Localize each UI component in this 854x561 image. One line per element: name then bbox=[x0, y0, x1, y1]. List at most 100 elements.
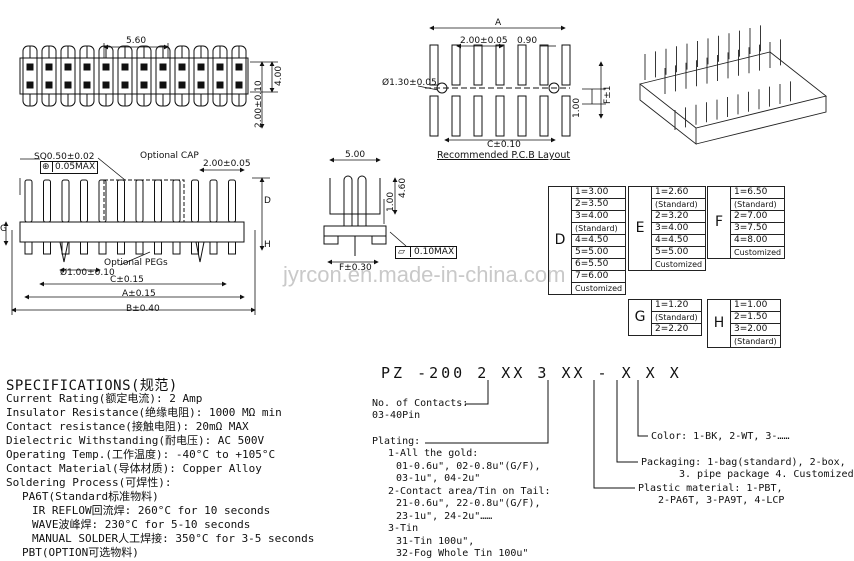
dim-h: H bbox=[264, 240, 271, 250]
pcb-pad bbox=[517, 95, 527, 137]
side-pin-lower bbox=[191, 241, 199, 255]
pcb-peg-hole bbox=[548, 82, 560, 94]
table-letter: D bbox=[548, 186, 572, 295]
pcb-pad bbox=[561, 95, 571, 137]
dim-g: G bbox=[0, 224, 7, 234]
side-pin-lower bbox=[80, 241, 88, 255]
dim-pcb-f: F±1 bbox=[603, 85, 613, 104]
end-foot bbox=[323, 235, 339, 245]
top-view-dimensions bbox=[103, 43, 278, 129]
table-cell: 3=4.00 bbox=[570, 210, 627, 223]
spec-line: Soldering Process(可焊性): bbox=[6, 476, 172, 489]
table-cell: 4=8.00 bbox=[729, 234, 786, 247]
plating-line: 1-All the gold: bbox=[388, 448, 479, 459]
specs-title: SPECIFICATIONS(规范) bbox=[6, 378, 178, 394]
top-pin-square bbox=[64, 81, 72, 89]
side-pin-lower bbox=[154, 241, 162, 255]
dim-a: A bbox=[495, 18, 502, 28]
side-pin-lower bbox=[98, 241, 107, 255]
pcb-pad bbox=[539, 44, 549, 86]
pcb-pad bbox=[429, 95, 439, 137]
pcb-pad bbox=[539, 95, 549, 137]
table-row: 2=2.20 bbox=[629, 323, 702, 336]
top-pin-square bbox=[140, 81, 148, 89]
dim-height-2-00: 2.00±0.10 bbox=[254, 80, 264, 128]
dim-a-side: A±0.15 bbox=[122, 289, 156, 299]
side-view-drawing bbox=[19, 179, 245, 263]
spec-line: Insulator Resistance(绝缘电阻): 1000 MΩ min bbox=[6, 406, 282, 419]
dim-c: C±0.15 bbox=[110, 275, 144, 285]
side-pin-lower bbox=[24, 241, 33, 255]
table-cell: 5=5.00 bbox=[570, 246, 627, 259]
top-pin-square bbox=[26, 63, 34, 71]
contacts-value: 03-40Pin bbox=[372, 410, 421, 421]
dim-end-1-00: 1.00 bbox=[386, 191, 396, 212]
dim-hole: Ø1.30±0.05 bbox=[382, 78, 437, 88]
side-pin-lower bbox=[209, 241, 218, 255]
color-options: Color: 1-BK, 2-WT, 3-…… bbox=[651, 431, 790, 442]
top-pin-square bbox=[216, 63, 224, 71]
top-pin-square bbox=[45, 63, 53, 71]
table-letter: F bbox=[707, 186, 731, 259]
part-number-leaders bbox=[425, 380, 648, 489]
dim-side-pitch: 2.00±0.05 bbox=[203, 159, 251, 169]
dim-d: D bbox=[264, 196, 271, 206]
end-flatness-box: 0.10MAX bbox=[395, 246, 458, 259]
top-view-drawing bbox=[19, 45, 249, 107]
end-view-dimensions bbox=[327, 157, 407, 265]
table-cell: 1=2.60 bbox=[650, 186, 707, 199]
end-pins bbox=[343, 180, 367, 226]
top-pin-square bbox=[235, 63, 243, 71]
packaging-line-1: Packaging: 1-bag(standard), 2-box, bbox=[641, 457, 846, 468]
side-pin-lower bbox=[135, 241, 144, 255]
side-pin-upper bbox=[191, 179, 199, 223]
pcb-pad bbox=[429, 44, 439, 86]
table-cell: 1=1.00 bbox=[730, 299, 781, 312]
top-pin-square bbox=[26, 81, 34, 89]
top-pin-square bbox=[121, 63, 129, 71]
plating-line: 32-Fog Whole Tin 100u" bbox=[396, 548, 529, 559]
dim-sq: SQ0.50±0.02 bbox=[34, 152, 95, 162]
side-pin-upper bbox=[228, 179, 236, 223]
plating-line: 3-Tin bbox=[388, 523, 419, 534]
pcb-pad bbox=[517, 44, 527, 86]
dim-pitch-5-60: 5.60 bbox=[126, 36, 147, 46]
label-optional-pegs: Optional PEGs bbox=[104, 258, 168, 268]
top-pin-square bbox=[216, 81, 224, 89]
plating-line: 03-1u", 04-2u" bbox=[396, 473, 481, 484]
table-cell: (Standard) bbox=[651, 311, 702, 324]
plating-label: Plating: bbox=[372, 436, 421, 447]
top-pin-square bbox=[140, 63, 148, 71]
side-pin-lower bbox=[172, 241, 181, 255]
side-view-dimensions bbox=[3, 157, 270, 315]
flatness-value: 0.05MAX bbox=[55, 162, 96, 172]
dim-peg-diameter: Ø1.00±0.10 bbox=[60, 268, 115, 278]
dim-pcb-0-90: 0.90 bbox=[517, 36, 538, 46]
table-cell: (Standard) bbox=[570, 222, 627, 235]
top-pin-square bbox=[121, 81, 129, 89]
pcb-pad bbox=[473, 44, 483, 86]
watermark: jyrcon.en.made-in-china.com bbox=[283, 262, 566, 287]
end-flatness-value: 0.10MAX bbox=[414, 247, 455, 257]
flatness-box: 0.05MAX bbox=[40, 161, 99, 174]
top-pin-square bbox=[197, 63, 205, 71]
table-cell: 2=1.50 bbox=[730, 311, 781, 324]
table-cell: 2=2.20 bbox=[651, 323, 702, 336]
flatness-parallelogram-icon: ▱ bbox=[398, 247, 411, 257]
top-pin-square bbox=[83, 63, 91, 71]
dim-pcb-c: C±0.10 bbox=[487, 140, 521, 150]
pcb-dimensions bbox=[417, 25, 606, 143]
part-number-code: PZ -200 2 XX 3 XX - X X X bbox=[381, 364, 682, 382]
end-pin-tips bbox=[343, 175, 367, 181]
top-pin-square bbox=[45, 81, 53, 89]
spec-line: WAVE波峰焊: 230°C for 5-10 seconds bbox=[32, 518, 251, 531]
spec-line: PA6T(Standard标准物料) bbox=[22, 490, 159, 503]
top-pin-square bbox=[178, 81, 186, 89]
plating-list: 1-All the gold:01-0.6u", 02-0.8u"(G/F),0… bbox=[388, 448, 551, 561]
pcb-layout-title: Recommended P.C.B Layout bbox=[437, 150, 571, 161]
side-pin-upper bbox=[61, 179, 70, 223]
table-cell: 7=6.00 bbox=[570, 270, 627, 283]
top-pin-square bbox=[197, 81, 205, 89]
side-pin-upper bbox=[24, 179, 33, 223]
